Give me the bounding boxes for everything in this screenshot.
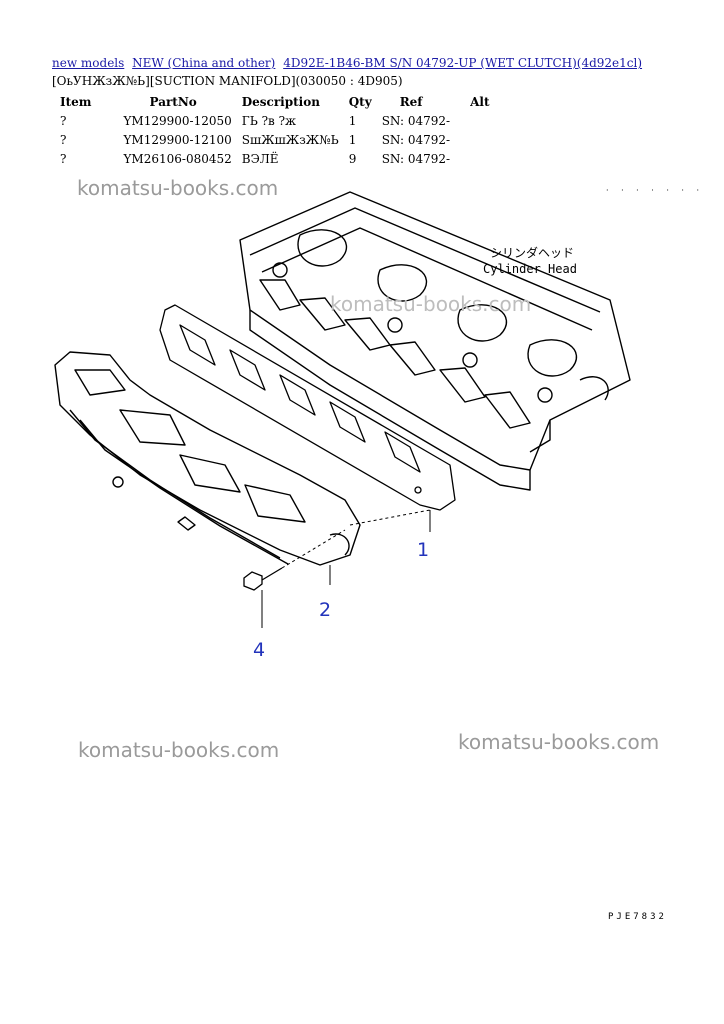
breadcrumb-link-region[interactable]: NEW (China and other) (132, 56, 276, 70)
cell-partno: YM26106-080452 (123, 152, 232, 166)
cell-item: ? (60, 152, 67, 166)
figure-code: PJE7832 (608, 912, 667, 922)
cell-description: ГЬ ?в ?ж (241, 114, 297, 128)
header-item: Item (60, 95, 92, 109)
page-subtitle: [ОьУНЖзЖ№Ь][SUCTION MANIFOLD](030050 : 4… (52, 74, 403, 88)
leader-lines (261, 509, 431, 628)
callout-2: 2 (319, 599, 331, 621)
header-description: Description (241, 95, 320, 109)
cell-qty: 1 (348, 133, 357, 147)
cylinder-head-drawing (239, 191, 631, 491)
watermark: komatsu-books.com (458, 730, 660, 754)
header-qty: Qty (348, 95, 372, 109)
table-row: ? YM129900-12050 ГЬ ?в ?ж 1 SN: 04792- (56, 112, 496, 131)
cell-partno: YM129900-12050 (123, 114, 232, 128)
cell-qty: 1 (348, 114, 357, 128)
watermark: komatsu-books.com (77, 176, 279, 200)
bolt-drawing (243, 567, 283, 591)
callout-4: 4 (253, 639, 265, 661)
cell-alt (456, 131, 495, 150)
table-row: ? YM26106-080452 ВЭЛЁ 9 SN: 04792- (56, 150, 496, 169)
cell-partno: YM129900-12100 (123, 133, 232, 147)
gasket-drawing (159, 304, 456, 511)
cylinder-head-label-en: Cylinder Head (483, 262, 577, 276)
parts-table: Item PartNo Description Qty Ref Alt ? YM… (56, 93, 496, 169)
cell-ref: SN: 04792- (381, 152, 451, 166)
diagram-dots: · · · · · · · (606, 186, 705, 195)
cell-alt (456, 150, 495, 169)
header-ref: Ref (399, 95, 423, 109)
header-alt: Alt (470, 95, 490, 109)
watermark: komatsu-books.com (78, 738, 280, 762)
cell-alt (456, 112, 495, 131)
table-header-row: Item PartNo Description Qty Ref Alt (56, 93, 496, 112)
cell-ref: SN: 04792- (381, 133, 451, 147)
watermark: komatsu-books.com (330, 292, 532, 316)
cylinder-head-label-jp: シリンダヘッド (490, 245, 574, 260)
cell-description: SшЖшЖзЖ№Ь (241, 133, 339, 147)
breadcrumb: new models NEW (China and other) 4D92E-1… (52, 56, 646, 70)
breadcrumb-link-model[interactable]: 4D92E-1B46-BM S/N 04792-UP (WET CLUTCH)(… (283, 56, 643, 70)
cell-item: ? (60, 133, 67, 147)
cell-qty: 9 (348, 152, 357, 166)
table-row: ? YM129900-12100 SшЖшЖзЖ№Ь 1 SN: 04792- (56, 131, 496, 150)
breadcrumb-link-new-models[interactable]: new models (52, 56, 125, 70)
exploded-parts-diagram: シリンダヘッド Cylinder Head 1 2 4 (54, 191, 631, 661)
cell-description: ВЭЛЁ (241, 152, 279, 166)
intake-manifold-drawing (54, 351, 361, 566)
cell-ref: SN: 04792- (381, 114, 451, 128)
cell-item: ? (60, 114, 67, 128)
callout-1: 1 (417, 539, 429, 561)
header-partno: PartNo (149, 95, 197, 109)
